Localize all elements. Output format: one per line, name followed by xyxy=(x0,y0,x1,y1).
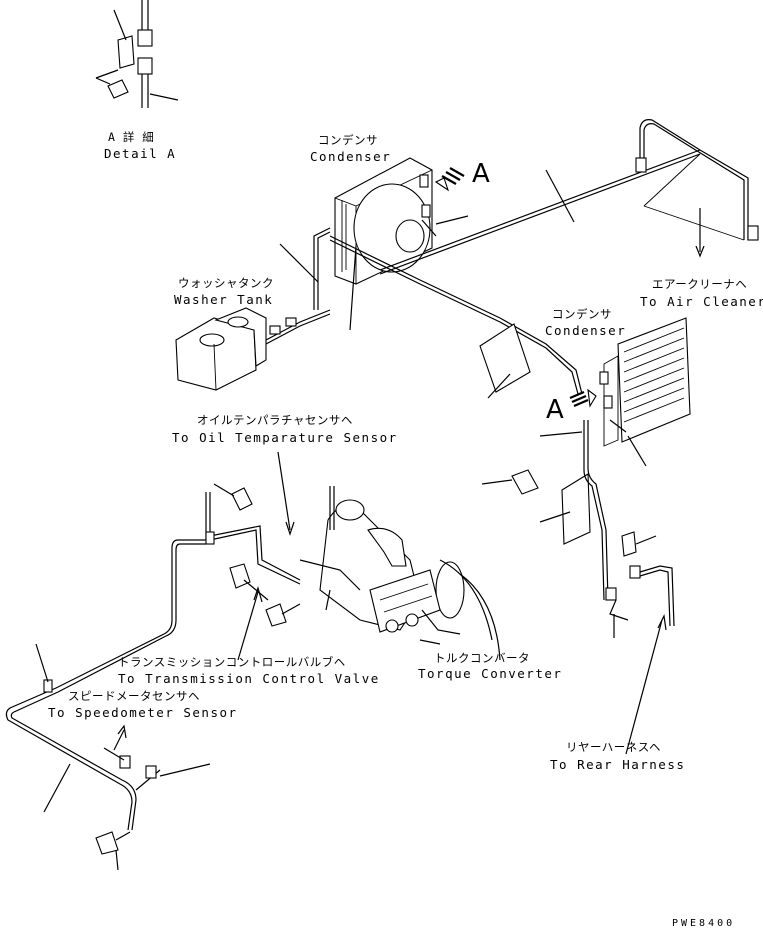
air-cleaner-illustration xyxy=(635,119,759,258)
detail-a-jp-label: A 詳 細 xyxy=(108,130,154,144)
detail-a-illustration xyxy=(95,0,179,108)
view-marker-top: A xyxy=(472,159,490,189)
harness-clamp-icon xyxy=(205,531,215,545)
connector-icon xyxy=(599,371,609,385)
speedometer-en-label: To Speedometer Sensor xyxy=(48,705,238,720)
torque-converter-jp-label: トルクコンバータ xyxy=(434,651,530,665)
bolt-icon xyxy=(621,531,637,557)
transmission-en-label: To Transmission Control Valve xyxy=(118,671,380,686)
connector-icon xyxy=(605,587,617,601)
condenser-right-illustration xyxy=(499,317,691,467)
connector-icon xyxy=(635,157,647,173)
condenser-right-jp-label: コンデンサ xyxy=(552,307,612,321)
hatched-view-arrow-icon xyxy=(587,388,597,408)
bolt-icon xyxy=(95,831,119,855)
condenser-top-jp-label: コンデンサ xyxy=(318,133,378,147)
condenser-top-illustration xyxy=(334,157,469,285)
torque-converter-en-label: Torque Converter xyxy=(418,666,562,681)
bolt-icon xyxy=(231,487,253,511)
view-arrow-top xyxy=(434,167,465,192)
connector-icon xyxy=(269,325,281,335)
bolt-icon xyxy=(107,79,129,99)
main-harness-line xyxy=(329,149,701,323)
rear-harness-jp-label: リヤーハーネスヘ xyxy=(566,740,661,754)
washer-tank-jp-label: ウォッシャタンク xyxy=(178,276,274,290)
harness-clamp-icon xyxy=(43,679,53,693)
bolt-icon xyxy=(511,469,539,495)
washer-tank-illustration xyxy=(175,227,357,391)
bolt-icon xyxy=(265,603,287,627)
rear-harness-en-label: To Rear Harness xyxy=(550,757,685,772)
transmission-illustration xyxy=(299,486,501,661)
left-harness-line xyxy=(5,483,301,871)
cover-plate xyxy=(561,473,591,545)
condenser-top-en-label: Condenser xyxy=(310,149,391,164)
oil-temp-jp-label: オイルテンパラチャセンサヘ xyxy=(197,413,353,427)
detail-a-en-label: Detail A xyxy=(104,146,176,161)
speedometer-jp-label: スピードメータセンサヘ xyxy=(68,689,200,703)
view-arrow-right xyxy=(569,388,597,408)
rear-harness-line xyxy=(481,420,675,638)
air-cleaner-en-label: To Air Cleaner xyxy=(640,294,763,309)
view-marker-right: A xyxy=(546,395,564,425)
cover-plate xyxy=(479,323,531,393)
drawing-code: PWE8400 xyxy=(672,918,735,929)
condenser-right-en-label: Condenser xyxy=(545,323,626,338)
hatched-view-arrow-icon xyxy=(434,177,450,192)
oil-temp-en-label: To Oil Temparature Sensor xyxy=(172,430,398,445)
washer-tank-en-label: Washer Tank xyxy=(174,292,273,307)
connector-icon xyxy=(145,765,157,779)
air-cleaner-jp-label: エアークリーナヘ xyxy=(652,277,747,291)
transmission-jp-label: トランスミッションコントロールバルブヘ xyxy=(118,655,346,669)
connector-icon xyxy=(419,174,429,188)
